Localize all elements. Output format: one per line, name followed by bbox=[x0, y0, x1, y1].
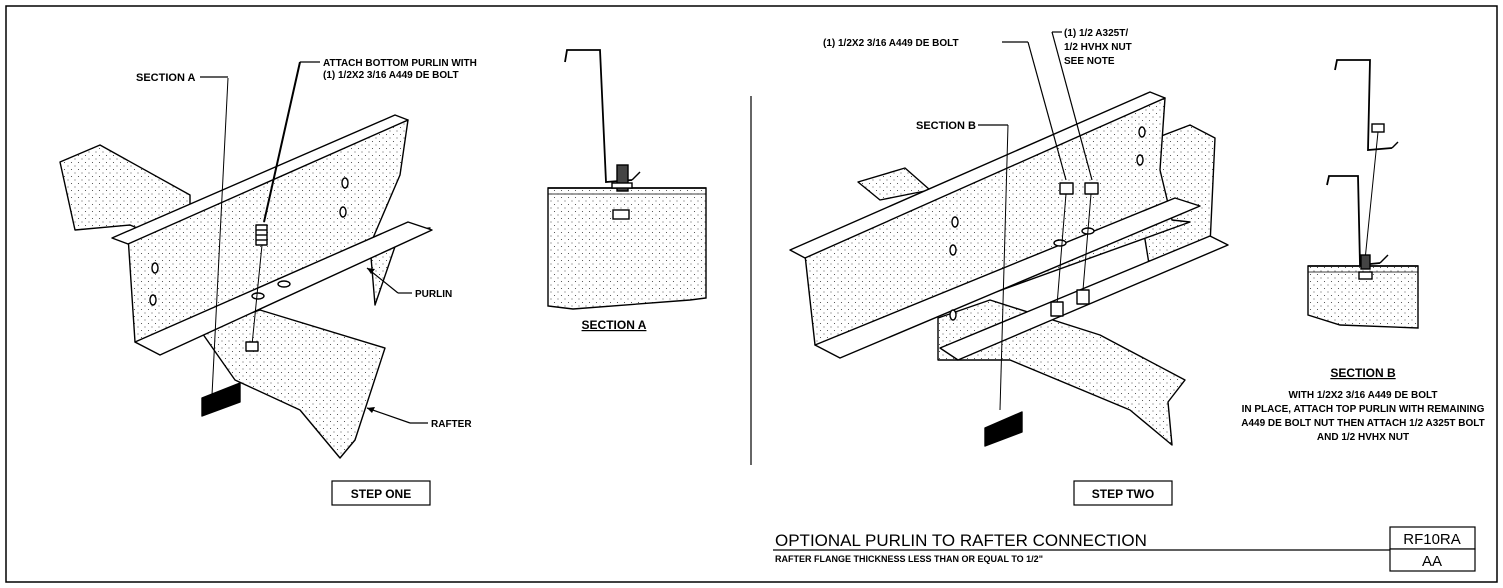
section-b-top-purlin bbox=[1334, 59, 1393, 151]
purlin-top-flange bbox=[111, 114, 409, 245]
leader-nut-label bbox=[1051, 31, 1093, 181]
web-slot bbox=[949, 244, 957, 256]
title-block bbox=[773, 526, 1476, 572]
section-a-purlin bbox=[564, 49, 633, 183]
bolt-icon bbox=[1076, 289, 1090, 305]
step-one-isometric bbox=[59, 77, 433, 459]
section-b-cut-mark bbox=[984, 411, 1023, 447]
drawing-number: RF10RA bbox=[1403, 531, 1461, 548]
section-b-note-line2: IN PLACE, ATTACH TOP PURLIN WITH REMAINI… bbox=[1242, 404, 1485, 415]
bolt-icon bbox=[616, 164, 629, 192]
bolt-axis bbox=[1082, 193, 1092, 291]
step-two-isometric bbox=[789, 91, 1229, 447]
nut-icon bbox=[1059, 182, 1074, 195]
drawing-revision: AA bbox=[1422, 553, 1442, 570]
flange-slot bbox=[277, 280, 291, 288]
section-b-callout: SECTION B bbox=[916, 120, 976, 132]
web-slot bbox=[1138, 126, 1146, 138]
bolt-axis bbox=[251, 244, 263, 346]
bolt-axis bbox=[1056, 193, 1067, 306]
web-slot bbox=[341, 177, 349, 189]
nut-label-line3: SEE NOTE bbox=[1064, 56, 1115, 67]
bolt-note-line1: ATTACH BOTTOM PURLIN WITH bbox=[323, 58, 477, 69]
section-a-detail bbox=[547, 49, 707, 310]
nut-label-line2: 1/2 HVHX NUT bbox=[1064, 42, 1132, 53]
drawing-subtitle: RAFTER FLANGE THICKNESS LESS THAN OR EQU… bbox=[775, 554, 1043, 564]
section-a-cut-mark bbox=[201, 382, 241, 417]
section-b-note-line3: A449 DE BOLT NUT THEN ATTACH 1/2 A325T B… bbox=[1241, 418, 1485, 429]
nut-icon bbox=[1084, 182, 1099, 195]
bolt-label: (1) 1/2X2 3/16 A449 DE BOLT bbox=[823, 38, 959, 49]
web-slot bbox=[149, 294, 157, 306]
web-slot bbox=[1136, 154, 1144, 166]
nut-icon bbox=[1358, 271, 1373, 280]
purlin-label: PURLIN bbox=[415, 289, 452, 300]
section-b-note-line4: AND 1/2 HVHX NUT bbox=[1317, 432, 1409, 443]
bolt-axis bbox=[1364, 131, 1379, 261]
flange-slot bbox=[251, 292, 265, 300]
leader-bolt-note bbox=[263, 61, 301, 223]
rafter-front-arm bbox=[199, 309, 386, 459]
sheet-border bbox=[5, 5, 1498, 583]
web-slot bbox=[951, 216, 959, 228]
bolt-icon bbox=[1360, 254, 1371, 270]
drawing-title: OPTIONAL PURLIN TO RAFTER CONNECTION bbox=[775, 531, 1147, 550]
web-slot bbox=[151, 262, 159, 274]
purlin-bottom-flange bbox=[814, 197, 1201, 359]
nut-icon bbox=[245, 341, 259, 352]
web-slot bbox=[949, 309, 957, 321]
leader-rafter bbox=[366, 407, 411, 424]
rafter-front-arm bbox=[937, 299, 1186, 446]
step-two-caption-box bbox=[1073, 480, 1173, 506]
section-b-cut-line bbox=[999, 124, 1009, 411]
section-b-note-line1: WITH 1/2X2 3/16 A449 DE BOLT bbox=[1289, 390, 1438, 401]
step-one-caption-box bbox=[331, 480, 431, 506]
bolt-note-line2: (1) 1/2X2 3/16 A449 DE BOLT bbox=[323, 70, 459, 81]
section-a-cut-line bbox=[211, 77, 229, 396]
step-two-caption: STEP TWO bbox=[1092, 487, 1154, 501]
leader-bolt-label bbox=[1027, 41, 1067, 181]
section-a-rafter bbox=[547, 187, 707, 310]
bolt-icon bbox=[1050, 301, 1064, 317]
nut-icon bbox=[612, 209, 630, 220]
purlin-top-flange bbox=[789, 91, 1166, 259]
rafter-label: RAFTER bbox=[431, 419, 472, 430]
purlin-bottom-flange bbox=[134, 221, 433, 356]
nut-label-line1: (1) 1/2 A325T/ bbox=[1064, 28, 1128, 39]
section-a-callout: SECTION A bbox=[136, 72, 196, 84]
section-a-title: SECTION A bbox=[582, 318, 647, 332]
step-one-caption: STEP ONE bbox=[351, 487, 411, 501]
section-b-detail bbox=[1307, 59, 1419, 329]
nut-icon bbox=[1371, 123, 1385, 133]
web-slot bbox=[339, 206, 347, 218]
section-b-title: SECTION B bbox=[1330, 366, 1396, 380]
flange-slot bbox=[1053, 239, 1067, 247]
